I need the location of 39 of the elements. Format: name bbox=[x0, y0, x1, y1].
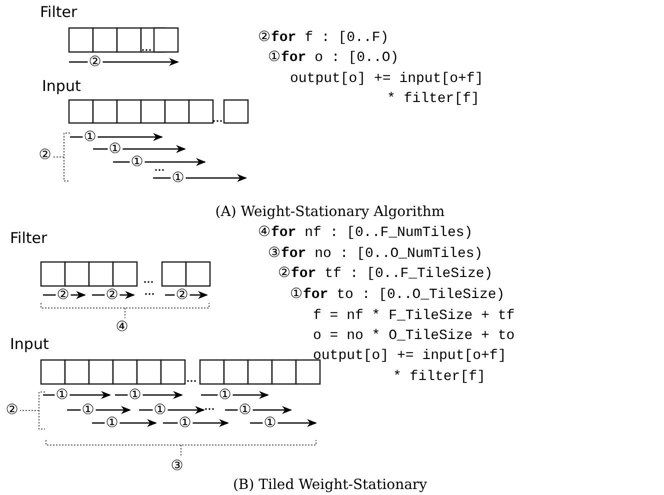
figure-caption: (A) Weight-Stationary Algorithm bbox=[215, 205, 445, 219]
array-title: Input bbox=[10, 337, 49, 352]
loop-number: ① bbox=[104, 416, 120, 430]
code-line: ③for no : [0..O_NumTiles) bbox=[268, 247, 483, 261]
loop-number: ① bbox=[82, 130, 98, 144]
loop-number: ① bbox=[218, 388, 232, 402]
loop-number: ① bbox=[80, 403, 96, 417]
loop-number: ② bbox=[88, 55, 102, 69]
code-line: ②for f : [0..F) bbox=[258, 31, 389, 45]
loop-number: ② bbox=[38, 148, 52, 162]
code-line: ④for nf : [0..F_NumTiles) bbox=[258, 226, 473, 240]
loop-number: ② bbox=[4, 403, 20, 417]
code-line: ①for o : [0..O) bbox=[268, 51, 399, 65]
loop-number: ① bbox=[262, 416, 278, 430]
loop-number: ① bbox=[152, 403, 168, 417]
code-line: output[o] += input[o+f] bbox=[290, 72, 484, 86]
array-title: Input bbox=[42, 79, 81, 94]
code-line: * filter[f] bbox=[387, 92, 480, 106]
loop-number: ① bbox=[130, 155, 144, 169]
code-line: f = nf * F_TileSize + tf bbox=[313, 309, 515, 323]
loop-number: ③ bbox=[170, 459, 184, 473]
code-line: o = no * O_TileSize + to bbox=[313, 329, 515, 343]
loop-number: ① bbox=[54, 388, 70, 402]
loop-number: ② bbox=[174, 288, 190, 302]
code-line: ①for to : [0..O_TileSize) bbox=[290, 288, 505, 302]
figure-caption: (B) Tiled Weight-Stationary bbox=[232, 478, 428, 492]
array-title: Filter bbox=[40, 5, 78, 20]
loop-number: ① bbox=[128, 388, 142, 402]
loop-number: ① bbox=[108, 142, 122, 156]
loop-number: ① bbox=[170, 171, 186, 185]
loop-number: ② bbox=[104, 288, 120, 302]
code-line: output[o] += input[o+f] bbox=[313, 349, 506, 363]
loop-number: ② bbox=[56, 288, 70, 302]
loop-number: ① bbox=[178, 416, 192, 430]
loop-number: ① bbox=[238, 403, 252, 417]
code-line: ②for tf : [0..F_TileSize) bbox=[278, 267, 493, 281]
loop-number: ④ bbox=[114, 320, 130, 334]
code-line: * filter[f] bbox=[393, 370, 486, 384]
array-title: Filter bbox=[10, 231, 48, 246]
